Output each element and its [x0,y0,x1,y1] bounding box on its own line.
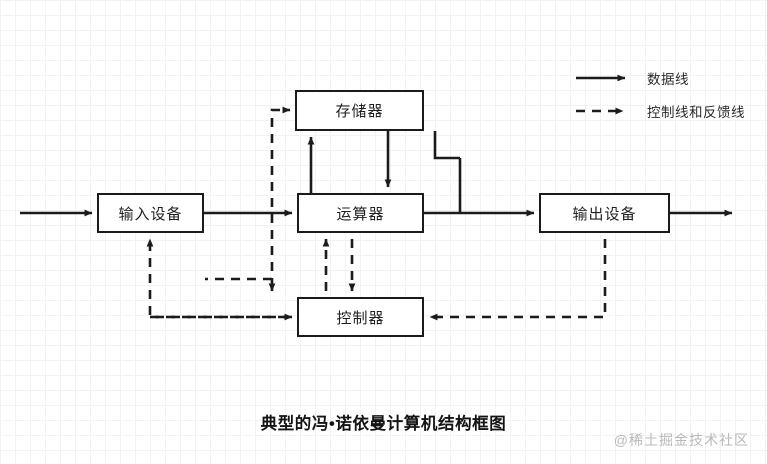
node-output-device[interactable]: 输出设备 [539,193,670,233]
node-controller-label: 控制器 [336,309,385,327]
legend-dashed-arrow-icon [576,107,624,115]
legend-item-control-feedback-line-label: 控制线和反馈线 [647,105,745,120]
legend-item-control-feedback-line: 控制线和反馈线 [575,101,745,121]
connection-controller-to-memory [270,106,291,287]
node-alu[interactable]: 运算器 [297,193,424,233]
connection-output-to-controller [429,239,607,321]
legend-item-data-line: 数据线 [575,68,689,88]
legend-solid-arrow-icon [576,74,626,82]
connection-controller-to-input [146,238,292,319]
connection-memory-right-branch [433,131,460,160]
node-input-device-label: 输入设备 [118,205,183,223]
node-controller[interactable]: 控制器 [297,297,424,337]
legend-item-data-line-label: 数据线 [647,72,689,87]
node-memory-label: 存储器 [335,103,384,120]
watermark: @稀土掘金技术社区 [613,432,749,448]
page-title: 典型的冯•诺依曼计算机结构框图 [260,415,507,433]
legend: 数据线 控制线和反馈线 [575,62,755,122]
node-input-device[interactable]: 输入设备 [97,193,204,233]
node-output-device-label: 输出设备 [572,205,637,223]
node-alu-label: 运算器 [336,205,385,223]
node-memory[interactable]: 存储器 [295,90,424,131]
